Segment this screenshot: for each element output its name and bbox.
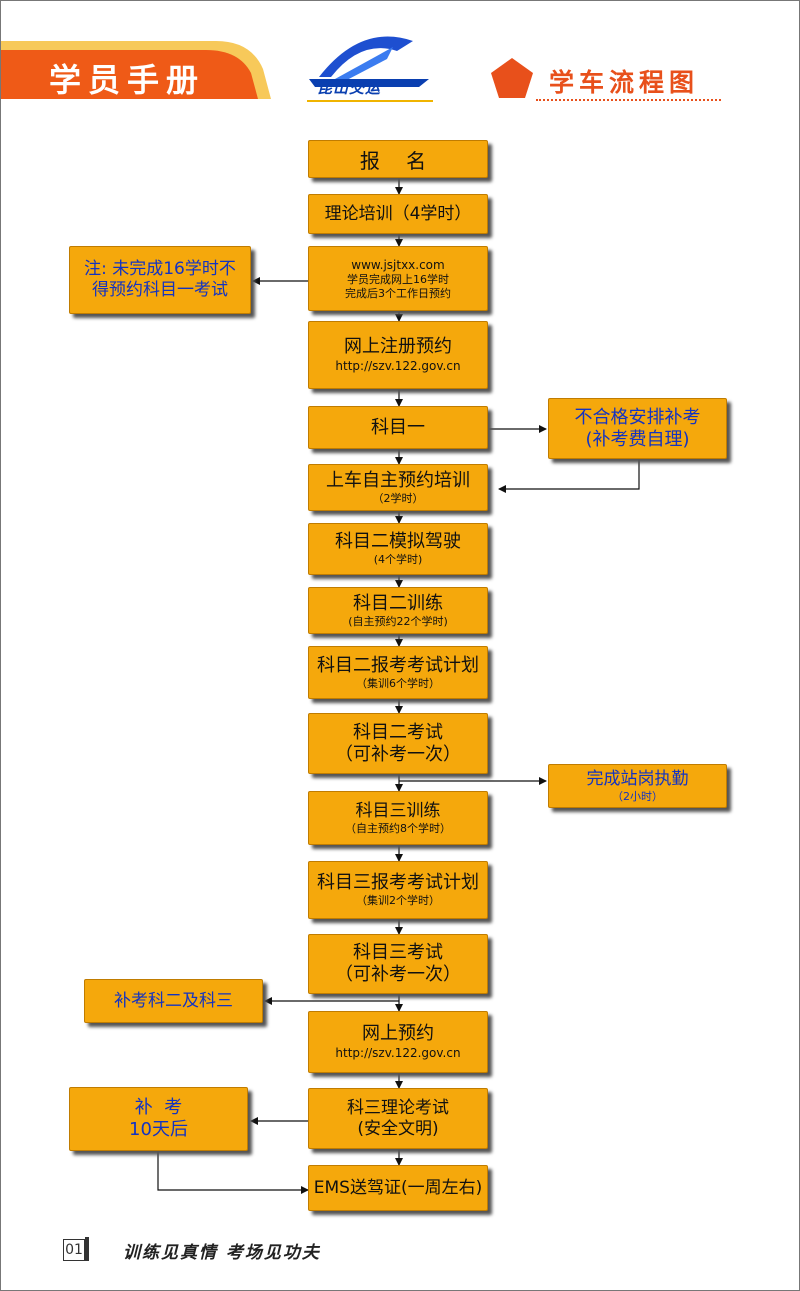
note-retake-10days: 补 考 10天后 bbox=[69, 1087, 248, 1151]
step-register-label: 报 名 bbox=[359, 148, 437, 173]
step-subject3-exam-plan-label: 科目三报考考试计划 bbox=[317, 872, 479, 893]
step-online-booking: 网上注册预约 http://szv.122.gov.cn bbox=[308, 321, 488, 389]
step-subject2-exam-label: 科目二考试 bbox=[353, 721, 443, 743]
step-subject3-theory-exam-label: 科三理论考试 bbox=[347, 1097, 449, 1118]
step-subject2-simulator-label: 科目二模拟驾驶 bbox=[335, 531, 461, 552]
note-retake-subject23: 补考科二及科三 bbox=[84, 979, 263, 1023]
step-subject3-exam-label: 科目三考试 bbox=[353, 942, 443, 963]
step-subject3-training-label: 科目三训练 bbox=[355, 800, 441, 821]
note-subject1-retake: 不合格安排补考 (补考费自理) bbox=[548, 398, 727, 459]
handbook-title: 学员手册 bbox=[49, 61, 206, 99]
step-ems-license: EMS送驾证(一周左右) bbox=[308, 1165, 488, 1211]
logo-text: 昆山交运 bbox=[317, 79, 382, 97]
step-theory-training-label: 理论培训（4学时） bbox=[324, 203, 472, 224]
step-subject2-training-label: 科目二训练 bbox=[353, 592, 443, 614]
step-online-hours: www.jsjtxx.com 学员完成网上16学时 完成后3个工作日预约 bbox=[308, 246, 488, 311]
step-subject2-training-hours: (自主预约22个学时) bbox=[348, 614, 448, 628]
step-online-reserve: 网上预约 http://szv.122.gov.cn bbox=[308, 1011, 488, 1073]
step-online-booking-label: 网上注册预约 bbox=[344, 336, 452, 357]
step-subject2-exam-plan-hours: （集训6个学时） bbox=[356, 676, 440, 690]
step-subject2-training: 科目二训练 (自主预约22个学时) bbox=[308, 587, 488, 634]
step-subject3-exam: 科目三考试 （可补考一次） bbox=[308, 934, 488, 994]
header-tab-shape bbox=[1, 41, 271, 99]
step-subject3-theory-exam-sub: (安全文明) bbox=[357, 1118, 439, 1139]
note-hours-line1: 注: 未完成16学时不 bbox=[84, 259, 236, 279]
step-online-booking-url: http://szv.122.gov.cn bbox=[335, 359, 461, 373]
step-register: 报 名 bbox=[308, 140, 488, 178]
step-subject2-simulator-hours: (4个学时) bbox=[373, 553, 423, 566]
title-underline bbox=[536, 99, 721, 101]
step-subject3-exam-retake: （可补考一次） bbox=[335, 964, 461, 985]
step-subject2-exam: 科目二考试 （可补考一次） bbox=[308, 713, 488, 774]
note-post-duty: 完成站岗执勤 （2小时） bbox=[548, 764, 727, 808]
step-subject3-exam-plan: 科目三报考考试计划 （集训2个学时） bbox=[308, 861, 488, 919]
step-online-hours-url: www.jsjtxx.com bbox=[351, 257, 445, 272]
step-online-hours-line2: 学员完成网上16学时 bbox=[347, 272, 449, 286]
step-subject2-exam-plan: 科目二报考考试计划 （集训6个学时） bbox=[308, 646, 488, 699]
step-online-reserve-label: 网上预约 bbox=[362, 1023, 434, 1044]
footer-slogan: 训练见真情 考场见功夫 bbox=[123, 1243, 321, 1263]
page-number: 01 bbox=[63, 1239, 85, 1261]
step-subject3-exam-plan-hours: （集训2个学时） bbox=[356, 894, 440, 907]
step-subject2-exam-retake: （可补考一次） bbox=[335, 743, 461, 765]
note-post-duty-line1: 完成站岗执勤 bbox=[586, 768, 689, 789]
note-post-duty-line2: （2小时） bbox=[612, 789, 663, 803]
step-online-hours-line3: 完成后3个工作日预约 bbox=[345, 286, 451, 300]
note-hours-requirement: 注: 未完成16学时不 得预约科目一考试 bbox=[69, 246, 251, 314]
step-theory-training: 理论培训（4学时） bbox=[308, 194, 488, 234]
page-number-bar bbox=[85, 1237, 89, 1261]
note-subject1-retake-line2: (补考费自理) bbox=[585, 428, 690, 450]
step-subject3-theory-exam: 科三理论考试 (安全文明) bbox=[308, 1088, 488, 1149]
step-subject3-training: 科目三训练 （自主预约8个学时） bbox=[308, 791, 488, 845]
step-online-reserve-url: http://szv.122.gov.cn bbox=[335, 1046, 461, 1060]
section-title: 学车流程图 bbox=[549, 68, 700, 97]
step-ems-license-label: EMS送驾证(一周左右) bbox=[313, 1177, 483, 1198]
step-subject1: 科目一 bbox=[308, 406, 488, 449]
step-vehicle-training-label: 上车自主预约培训 bbox=[326, 469, 470, 491]
step-subject3-training-hours: （自主预约8个学时） bbox=[345, 821, 451, 835]
note-retake-10days-line1: 补 考 bbox=[134, 1097, 183, 1118]
step-subject2-simulator: 科目二模拟驾驶 (4个学时) bbox=[308, 523, 488, 575]
note-retake-subject23-label: 补考科二及科三 bbox=[114, 990, 233, 1011]
step-subject1-label: 科目一 bbox=[371, 416, 425, 438]
note-subject1-retake-line1: 不合格安排补考 bbox=[574, 406, 701, 428]
note-hours-line2: 得预约科目一考试 bbox=[92, 280, 228, 300]
step-vehicle-training: 上车自主预约培训 （2学时） bbox=[308, 464, 488, 511]
logo-icon bbox=[307, 36, 433, 102]
step-vehicle-training-hours: （2学时） bbox=[372, 491, 424, 505]
note-retake-10days-line2: 10天后 bbox=[129, 1119, 188, 1140]
step-subject2-exam-plan-label: 科目二报考考试计划 bbox=[317, 654, 479, 676]
pentagon-icon bbox=[491, 58, 533, 98]
